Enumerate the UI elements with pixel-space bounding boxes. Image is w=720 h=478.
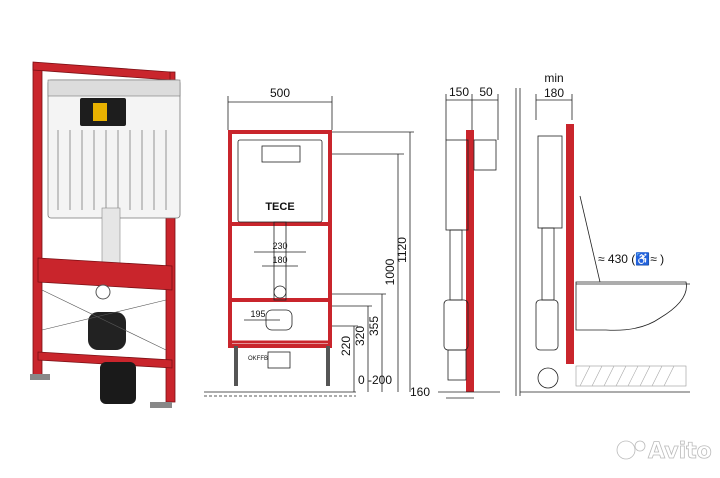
side-elevation-wc: min 180 ≈ 430 (♿≈ ) [515,71,690,396]
dim-width: 500 [270,86,290,100]
dim-adjust: 0 -200 [358,373,392,387]
drain-elbow [88,312,126,350]
water-inlet [95,284,111,300]
frame-top-bar [32,61,171,81]
frame-crossbar-upper [37,257,173,291]
frame-render [30,61,181,408]
frame-left-upright [32,63,43,379]
drain-outlet [100,362,136,404]
dim-h-355: 355 [367,316,381,336]
flush-mechanism [93,103,107,121]
dim-seat-height: ≈ 430 (♿≈ ) [598,252,664,266]
front-frame-outline [228,130,332,348]
frame-crossbar-lower [37,351,173,369]
dim-h-220: 220 [339,336,353,356]
okffb-label: OKFFB [248,356,268,362]
flush-pipe [101,207,121,267]
dim-min-label: min [544,71,563,85]
cistern-ribs [57,130,167,210]
dim-offset-195: 195 [250,309,265,319]
tank-logo: TECE [265,201,294,213]
dim-height-1000: 1000 [383,258,397,285]
dim-min-180: 180 [544,86,564,100]
dim-pipe-230: 230 [272,241,287,251]
dim-pipe-180: 180 [272,255,287,265]
floor-hatch [575,365,687,387]
frame-foot-left [30,374,50,380]
watermark-logo-icon [616,440,636,460]
front-elevation: 500 TECE OKFFB 230 180 195 [204,86,414,397]
wc-bowl [575,281,687,331]
side-elevation: 150 50 160 [410,85,500,399]
cistern-top [47,79,181,97]
dim-depth-150: 150 [449,85,469,99]
dim-h-320: 320 [353,326,367,346]
frame-foot-right [150,402,172,408]
watermark: Avito [616,439,712,464]
dim-depth-160: 160 [410,385,430,399]
dim-height-1120: 1120 [395,237,409,263]
watermark-text: Avito [648,439,712,464]
dim-depth-50: 50 [479,85,493,99]
